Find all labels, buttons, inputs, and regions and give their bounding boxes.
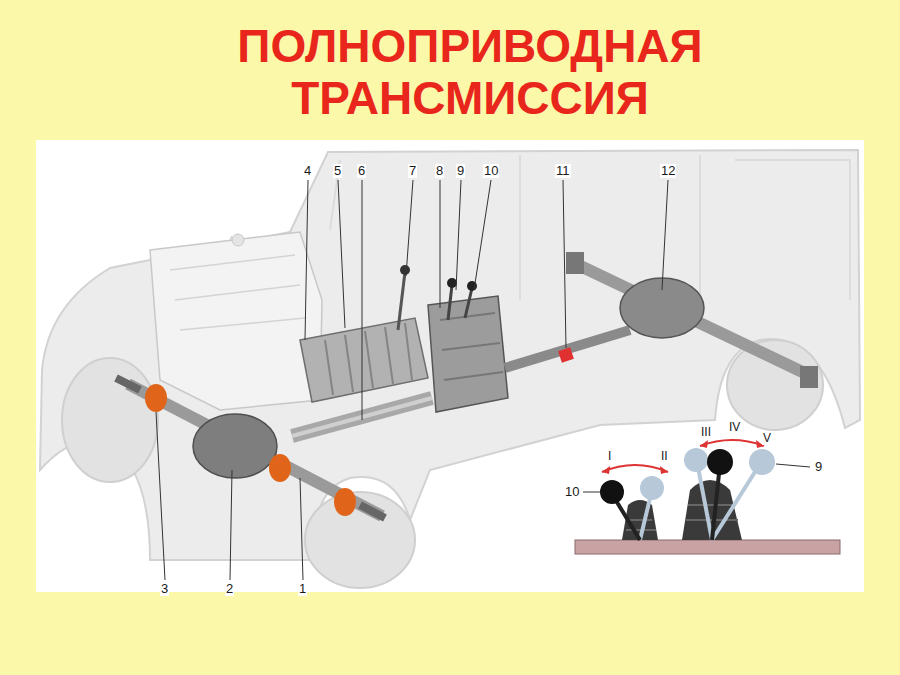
car-body — [330, 155, 850, 300]
callout-number: 9 — [456, 164, 465, 178]
leader-lines — [305, 180, 308, 340]
callout-number: 6 — [357, 164, 366, 178]
leader-lines — [662, 180, 668, 290]
front-axle — [128, 384, 382, 516]
front-axle — [334, 488, 356, 516]
car-body — [40, 150, 860, 560]
gear-position-label: I — [607, 449, 612, 463]
gear-position-label: III — [700, 425, 712, 439]
leader-lines — [230, 470, 232, 580]
rear-axle — [800, 366, 818, 388]
leader-lines — [583, 492, 600, 493]
leader-lines — [362, 180, 363, 420]
lever-inset — [700, 440, 764, 446]
car-body — [62, 358, 158, 482]
lever-inset — [749, 449, 775, 475]
lever-inset — [600, 480, 624, 504]
lever-inset — [684, 448, 708, 472]
callout-number: 1 — [298, 582, 307, 596]
picture-panel — [36, 140, 864, 592]
callout-number: 8 — [435, 164, 444, 178]
transfer-case — [448, 285, 452, 320]
front-axle — [145, 384, 167, 412]
callout-number: 10 — [483, 164, 499, 178]
leader-lines — [440, 180, 441, 308]
rear-axle — [572, 262, 815, 378]
leader-lines — [156, 412, 165, 580]
front-axle — [360, 505, 385, 518]
callout-number: 7 — [408, 164, 417, 178]
gear-position-label: II — [660, 449, 669, 463]
gearbox — [398, 272, 405, 330]
rear-axle — [566, 252, 818, 388]
transfer-case — [465, 288, 472, 318]
leader-lines — [338, 180, 345, 328]
lever-inset — [712, 464, 720, 540]
lever-inset — [640, 476, 664, 500]
leader-lines — [156, 180, 810, 580]
front-axle — [193, 414, 277, 478]
callout-number: 12 — [660, 164, 676, 178]
gearbox — [300, 318, 428, 402]
rear-propeller-shaft — [560, 353, 572, 357]
gearbox — [400, 265, 410, 275]
lever-inset — [602, 465, 668, 472]
transfer-case — [447, 278, 457, 288]
engine — [232, 234, 244, 246]
lever-inset — [700, 440, 764, 448]
lever-inset — [707, 449, 733, 475]
rear-propeller-shaft — [505, 330, 630, 368]
gearbox — [300, 265, 428, 402]
front-axle — [269, 454, 291, 482]
callout-number: 11 — [555, 164, 571, 178]
title: ПОЛНОПРИВОДНАЯ ТРАНСМИССИЯ — [150, 20, 790, 124]
leader-lines — [563, 180, 566, 348]
leader-lines — [474, 180, 491, 290]
lever-inset — [602, 466, 668, 474]
lever-inset — [697, 462, 712, 540]
callout-number: 2 — [225, 582, 234, 596]
callout-number: 3 — [160, 582, 169, 596]
car-body — [40, 150, 860, 588]
engine — [150, 232, 322, 410]
front-axle — [116, 378, 385, 518]
rear-axle — [566, 252, 584, 274]
transfer-case — [440, 313, 503, 380]
callout-number: 5 — [333, 164, 342, 178]
callout-number: 9 — [814, 460, 823, 474]
lever-inset — [712, 464, 760, 540]
engine — [150, 232, 322, 410]
gear-position-label: V — [762, 431, 772, 445]
front-axle — [116, 378, 140, 390]
callout-number: 10 — [564, 485, 580, 499]
gear-position-label: IV — [728, 420, 741, 434]
leader-lines — [406, 180, 413, 276]
rear-propeller-shaft — [505, 330, 630, 368]
callout-number: 4 — [303, 164, 312, 178]
transfer-case — [428, 296, 508, 412]
gearbox — [325, 323, 412, 395]
car-body — [305, 492, 415, 588]
lever-inset — [575, 440, 840, 554]
leader-lines — [776, 464, 810, 467]
lever-inset — [575, 540, 840, 554]
leader-lines — [300, 478, 303, 580]
engine — [170, 236, 305, 330]
leader-lines — [456, 180, 461, 290]
